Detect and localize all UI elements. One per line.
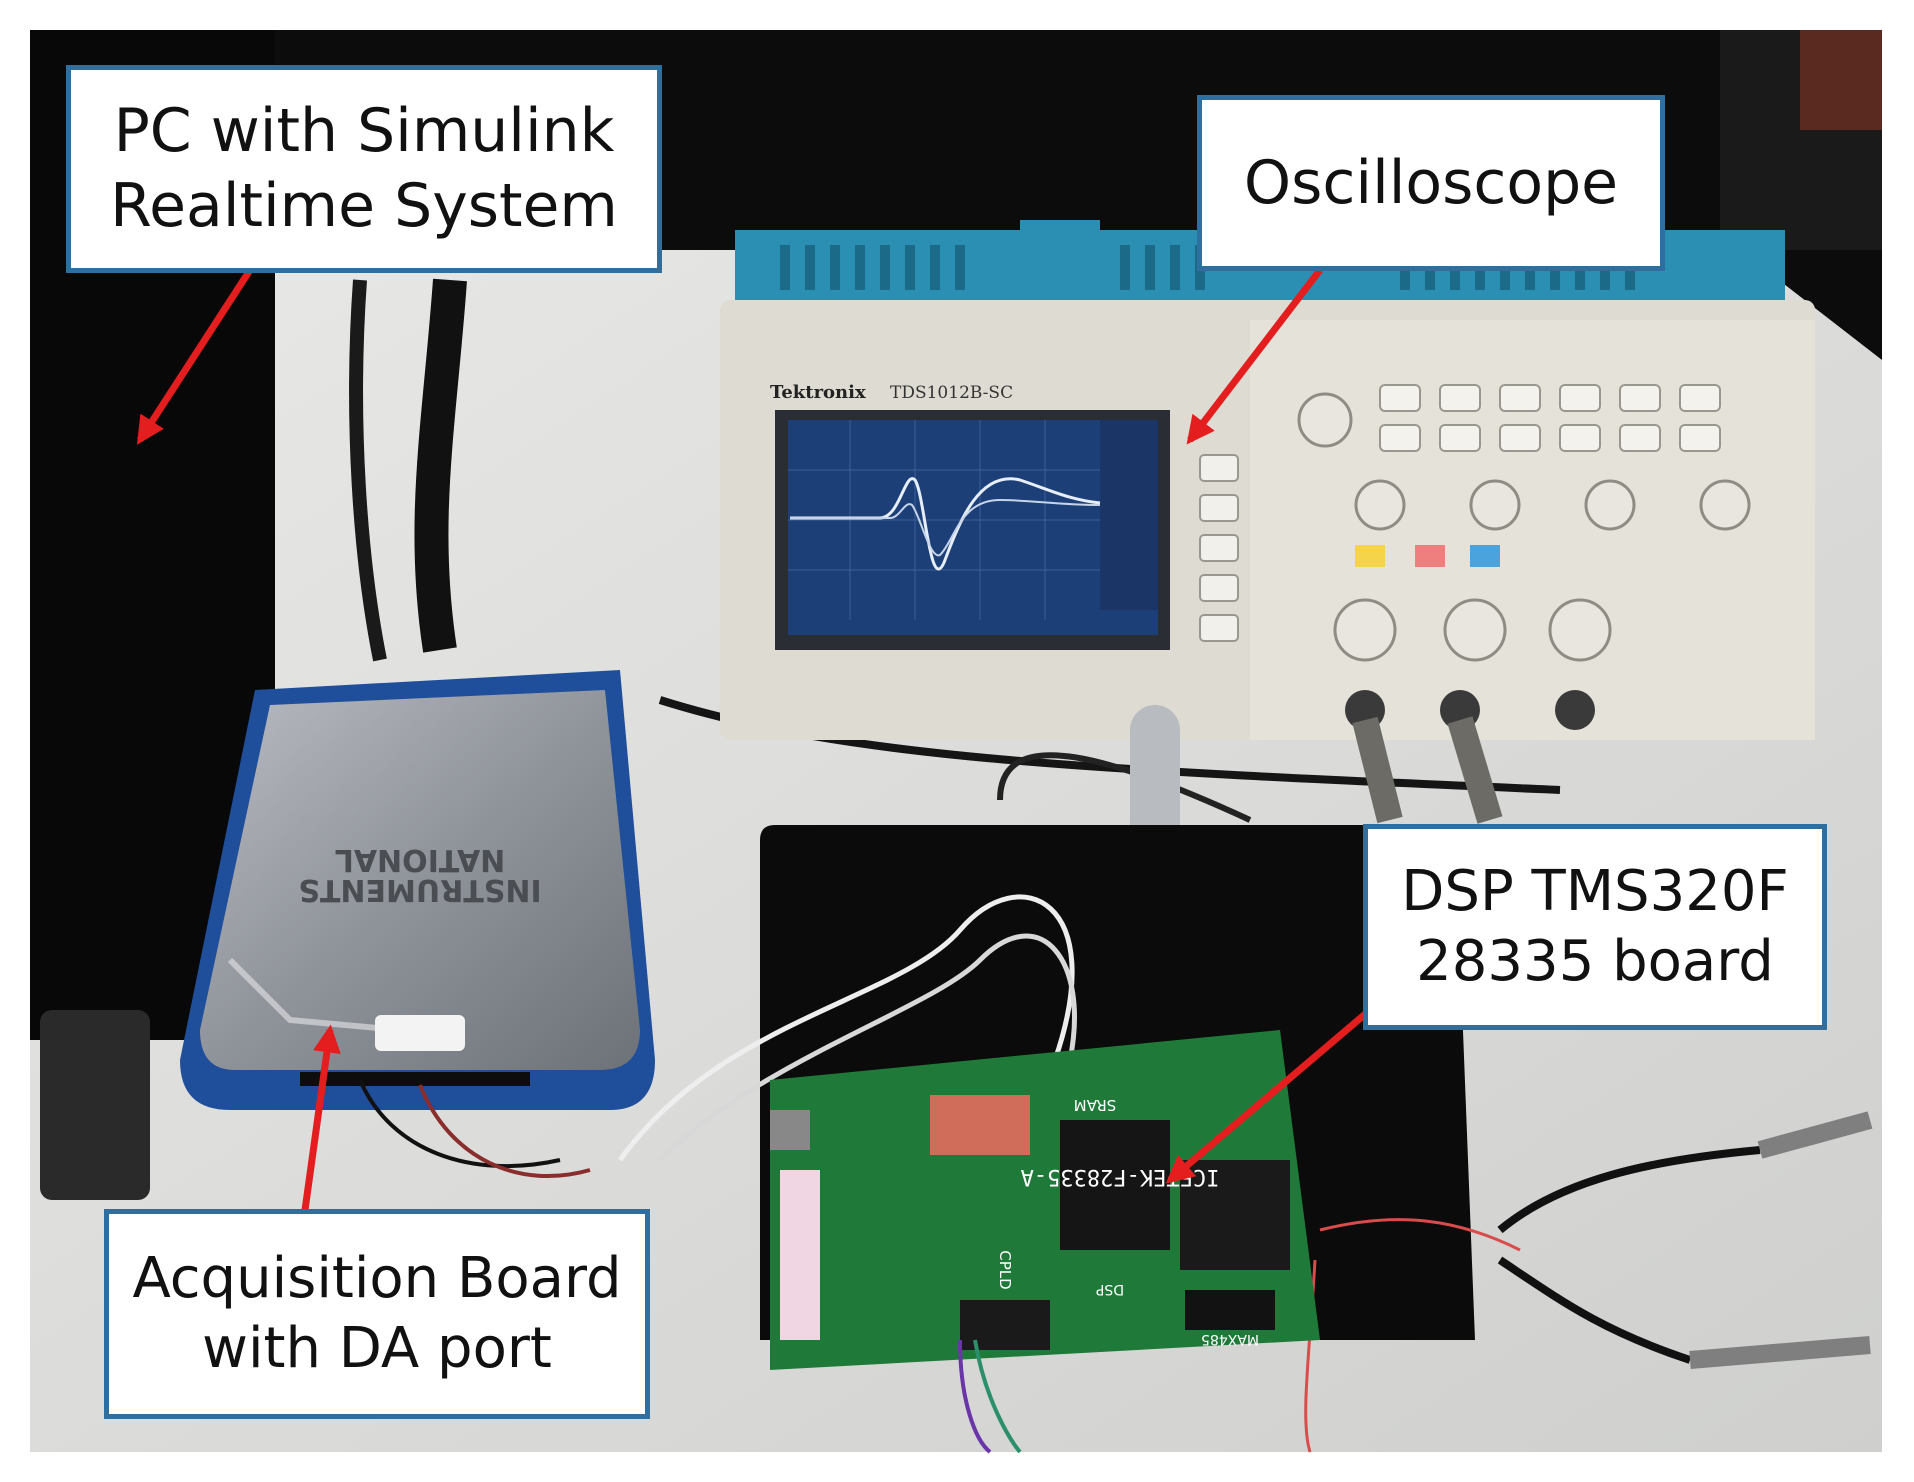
acquisition-device: NATIONAL INSTRUMENTS xyxy=(180,670,655,1110)
dsp-board: ICETEK-F28335-A SRAM CPLD DSP MAX485 xyxy=(770,1030,1320,1454)
callout-pc-line2: Realtime System xyxy=(110,171,618,241)
arrow-icon-pc xyxy=(136,268,253,445)
arrow-icon-oscilloscope xyxy=(1186,267,1323,445)
callout-dsp-line2: 28335 board xyxy=(1416,929,1774,994)
callout-oscilloscope-line1: Oscilloscope xyxy=(1243,147,1619,218)
oscilloscope-brand: Tektronix xyxy=(770,382,866,403)
callout-acquisition-line1: Acquisition Board xyxy=(132,1246,622,1311)
callout-dsp-line1: DSP TMS320F xyxy=(1401,859,1789,924)
callout-acquisition-line2: with DA port xyxy=(202,1316,552,1381)
arrow-icon-dsp xyxy=(1165,1007,1373,1184)
callout-acquisition: Acquisition Board with DA port xyxy=(104,1209,650,1419)
callout-oscilloscope: Oscilloscope xyxy=(1197,95,1665,271)
callout-pc: PC with Simulink Realtime System xyxy=(66,65,662,273)
dsp-chip-label: DSP xyxy=(1096,1281,1124,1297)
sram-label: SRAM xyxy=(1074,1096,1117,1114)
max485-label: MAX485 xyxy=(1201,1331,1259,1347)
daq-brand-line1: NATIONAL xyxy=(335,842,506,877)
cpld-label: CPLD xyxy=(996,1250,1014,1289)
callout-pc-line1: PC with Simulink xyxy=(113,96,615,166)
arrow-icon-acquisition xyxy=(301,1024,341,1211)
oscilloscope-model: TDS1012B-SC xyxy=(890,383,1013,403)
oscilloscope-device: Tektronix TDS1012B-SC xyxy=(720,220,1815,855)
callout-dsp: DSP TMS320F 28335 board xyxy=(1363,824,1827,1030)
daq-brand-line2: INSTRUMENTS xyxy=(298,872,541,907)
